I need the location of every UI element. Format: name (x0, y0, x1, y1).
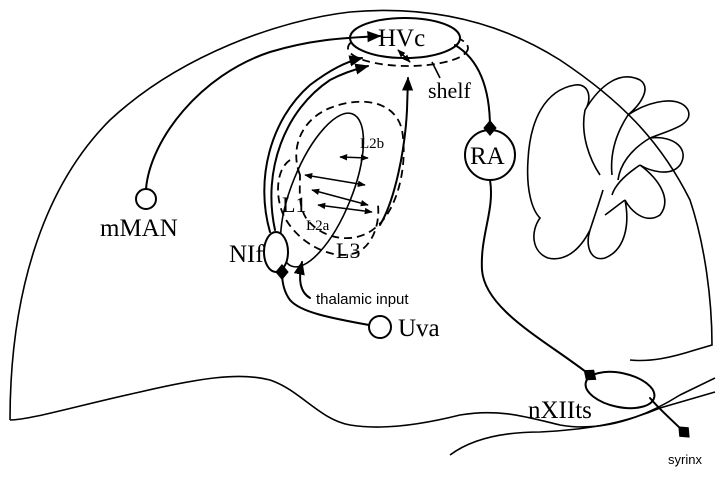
nxiits-to-syrinx-projection (649, 397, 690, 438)
label-syrinx: syrinx (668, 452, 702, 467)
uva-to-nif-projection (275, 264, 370, 326)
nif-to-hvc-projection (263, 55, 364, 233)
l2-l3-connection-upper (311, 188, 369, 207)
field-l-to-hvc-projection (270, 63, 370, 231)
brainstem-outline-upper (9, 375, 716, 428)
l1-l2-connection (304, 173, 366, 187)
label-uva: Uva (398, 315, 440, 342)
label-hvc: HVc (378, 25, 425, 52)
shelf-pointer (431, 61, 441, 79)
hvc-to-ra-projection (454, 44, 497, 136)
field-l3-region (277, 159, 380, 256)
label-l2a: L2a (306, 218, 330, 234)
brain-outline (9, 9, 713, 421)
label-thalamic-input: thalamic input (316, 291, 409, 308)
label-ra: RA (470, 143, 505, 170)
field-l1-region (295, 100, 405, 240)
nxiits-nucleus (584, 370, 656, 410)
l2b-connection (339, 154, 369, 161)
thalamic-input-projection (293, 260, 311, 299)
label-l2b: L2b (360, 136, 384, 152)
label-mman: mMAN (100, 215, 178, 242)
brainstem-outline-lower (449, 391, 716, 456)
label-l3: L3 (336, 238, 360, 263)
label-l1: L1 (282, 192, 306, 217)
cerebellum (526, 76, 690, 260)
l2-l3-connection-lower (317, 202, 373, 215)
cerebellum-folds (582, 109, 651, 231)
hvc-shelf-arrow (397, 49, 411, 63)
l3-to-hvc-projection (379, 76, 414, 226)
label-shelf: shelf (428, 78, 471, 103)
mman-nucleus (135, 188, 157, 210)
mman-to-hvc-projection (145, 31, 382, 190)
ra-to-nxiits-projection (480, 179, 597, 381)
label-nif: NIf (229, 241, 264, 268)
label-nxiits: nXIIts (528, 397, 592, 424)
uva-nucleus (368, 315, 392, 339)
nif-nucleus (263, 231, 289, 273)
